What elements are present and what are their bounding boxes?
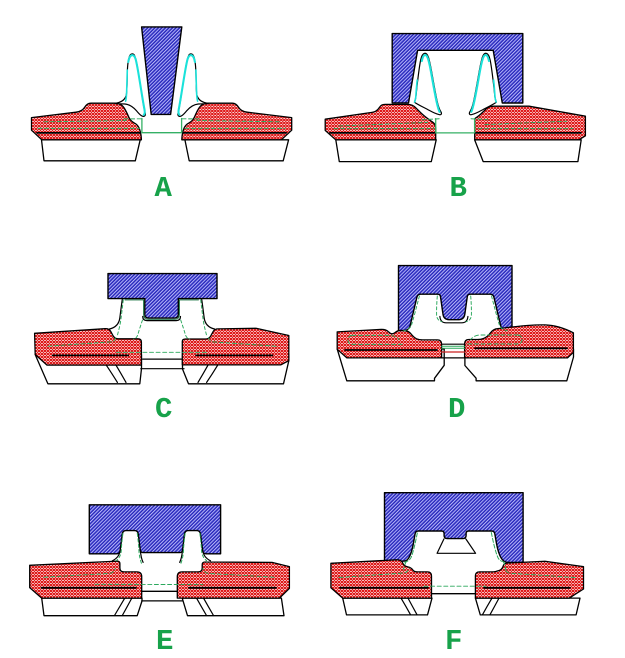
svg-text:E: E: [156, 625, 173, 658]
svg-text:A: A: [155, 172, 173, 205]
svg-text:B: B: [450, 172, 467, 205]
svg-text:C: C: [155, 393, 172, 426]
svg-text:D: D: [448, 393, 465, 426]
svg-text:F: F: [445, 625, 462, 658]
